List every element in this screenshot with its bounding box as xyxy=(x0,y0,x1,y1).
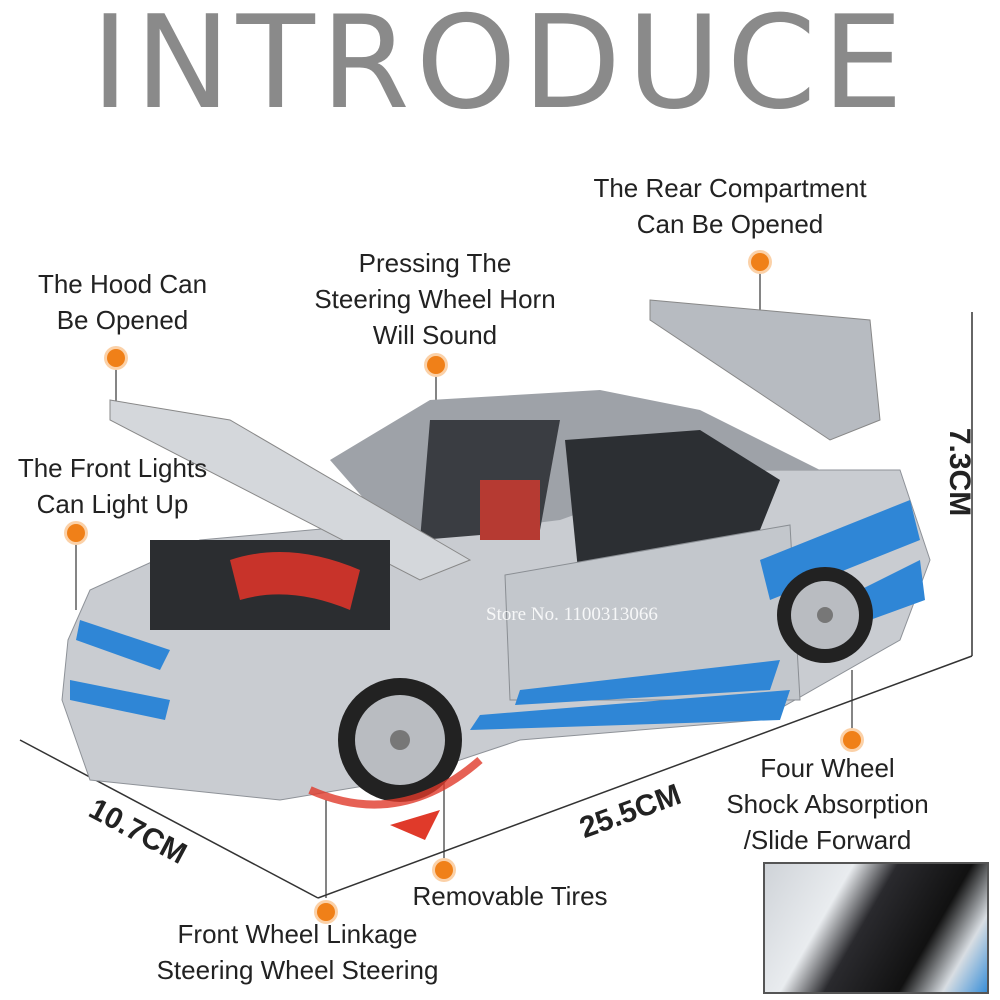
label-line: Can Light Up xyxy=(36,489,189,519)
callout-dot xyxy=(751,253,769,271)
label-line: The Rear Compartment xyxy=(593,173,867,203)
callout-dot xyxy=(427,356,445,374)
callout-dot xyxy=(435,861,453,879)
label-line: Shock Absorption xyxy=(726,789,929,819)
label-line: Steering Wheel Steering xyxy=(156,955,439,985)
label-line: Removable Tires xyxy=(412,881,608,911)
callout-dot xyxy=(317,903,335,921)
dimension-height: 7.3CM xyxy=(943,427,977,517)
label-hood: The Hood Can Be Opened xyxy=(10,266,235,338)
label-line: /Slide Forward xyxy=(743,825,912,855)
label-removable-tires: Removable Tires xyxy=(395,878,625,914)
watermark: Store No. 1100313066 xyxy=(486,604,658,625)
car-model xyxy=(61,299,931,840)
callout-dot xyxy=(107,349,125,367)
callout-dot xyxy=(67,524,85,542)
page-title: INTRODUCE xyxy=(91,0,909,138)
callout-dot xyxy=(843,731,861,749)
label-line: Can Be Opened xyxy=(636,209,824,239)
label-horn: Pressing The Steering Wheel Horn Will So… xyxy=(290,245,580,353)
label-front-wheel-linkage: Front Wheel Linkage Steering Wheel Steer… xyxy=(130,916,465,988)
label-front-lights: The Front Lights Can Light Up xyxy=(0,450,225,522)
label-line: Front Wheel Linkage xyxy=(177,919,418,949)
interior-inset-photo xyxy=(763,862,989,994)
label-line: The Front Lights xyxy=(17,453,208,483)
label-line: The Hood Can xyxy=(37,269,208,299)
label-line: Pressing The xyxy=(358,248,512,278)
label-shock-absorption: Four Wheel Shock Absorption /Slide Forwa… xyxy=(705,750,950,858)
label-line: Will Sound xyxy=(372,320,498,350)
dimension-lines xyxy=(19,312,973,899)
label-line: Four Wheel xyxy=(760,753,895,783)
label-rear-compartment: The Rear Compartment Can Be Opened xyxy=(570,170,890,242)
label-line: Steering Wheel Horn xyxy=(314,284,556,314)
label-line: Be Opened xyxy=(56,305,189,335)
